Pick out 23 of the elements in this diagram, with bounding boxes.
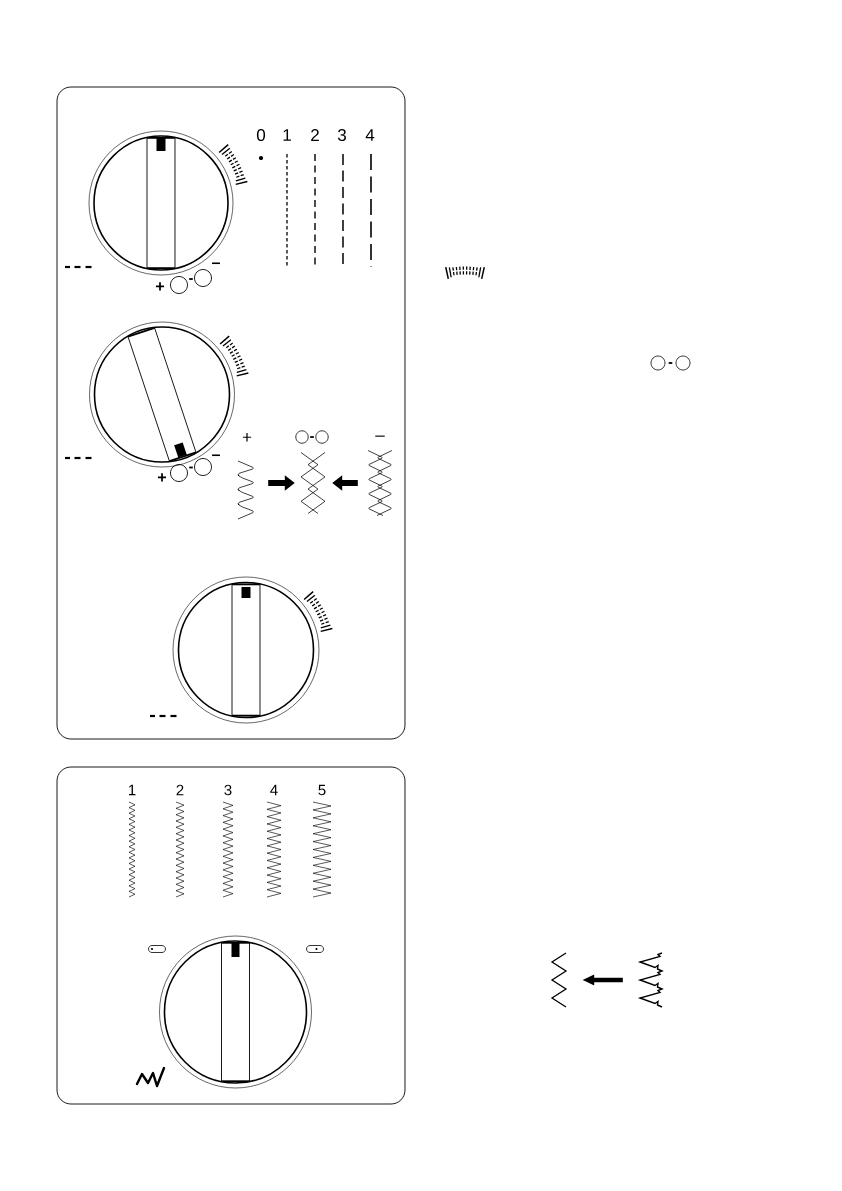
number-label: 4 [270, 784, 278, 796]
stitch-picture [367, 450, 393, 516]
number-label: 2 [176, 784, 184, 796]
stitch-picture [550, 952, 568, 1008]
number-label: 0 [256, 129, 266, 142]
sign-label: – [212, 454, 220, 457]
stitch-picture [237, 460, 254, 520]
sign-label: + [242, 433, 252, 442]
sign-label: – [375, 435, 385, 437]
sign-label: + [158, 473, 166, 482]
number-label: 3 [224, 784, 232, 796]
number-label: 4 [365, 129, 375, 141]
number-label: 5 [318, 784, 326, 796]
number-label: 2 [311, 129, 319, 141]
sign-label: + [156, 282, 164, 291]
number-label: 3 [337, 129, 346, 142]
number-label: 1 [283, 129, 291, 141]
panel [56, 86, 406, 740]
number-label: 1 [128, 784, 136, 796]
panel [56, 766, 406, 1105]
stitch-picture [300, 452, 326, 514]
stitch-picture [637, 952, 664, 1008]
sign-label: – [212, 262, 220, 265]
